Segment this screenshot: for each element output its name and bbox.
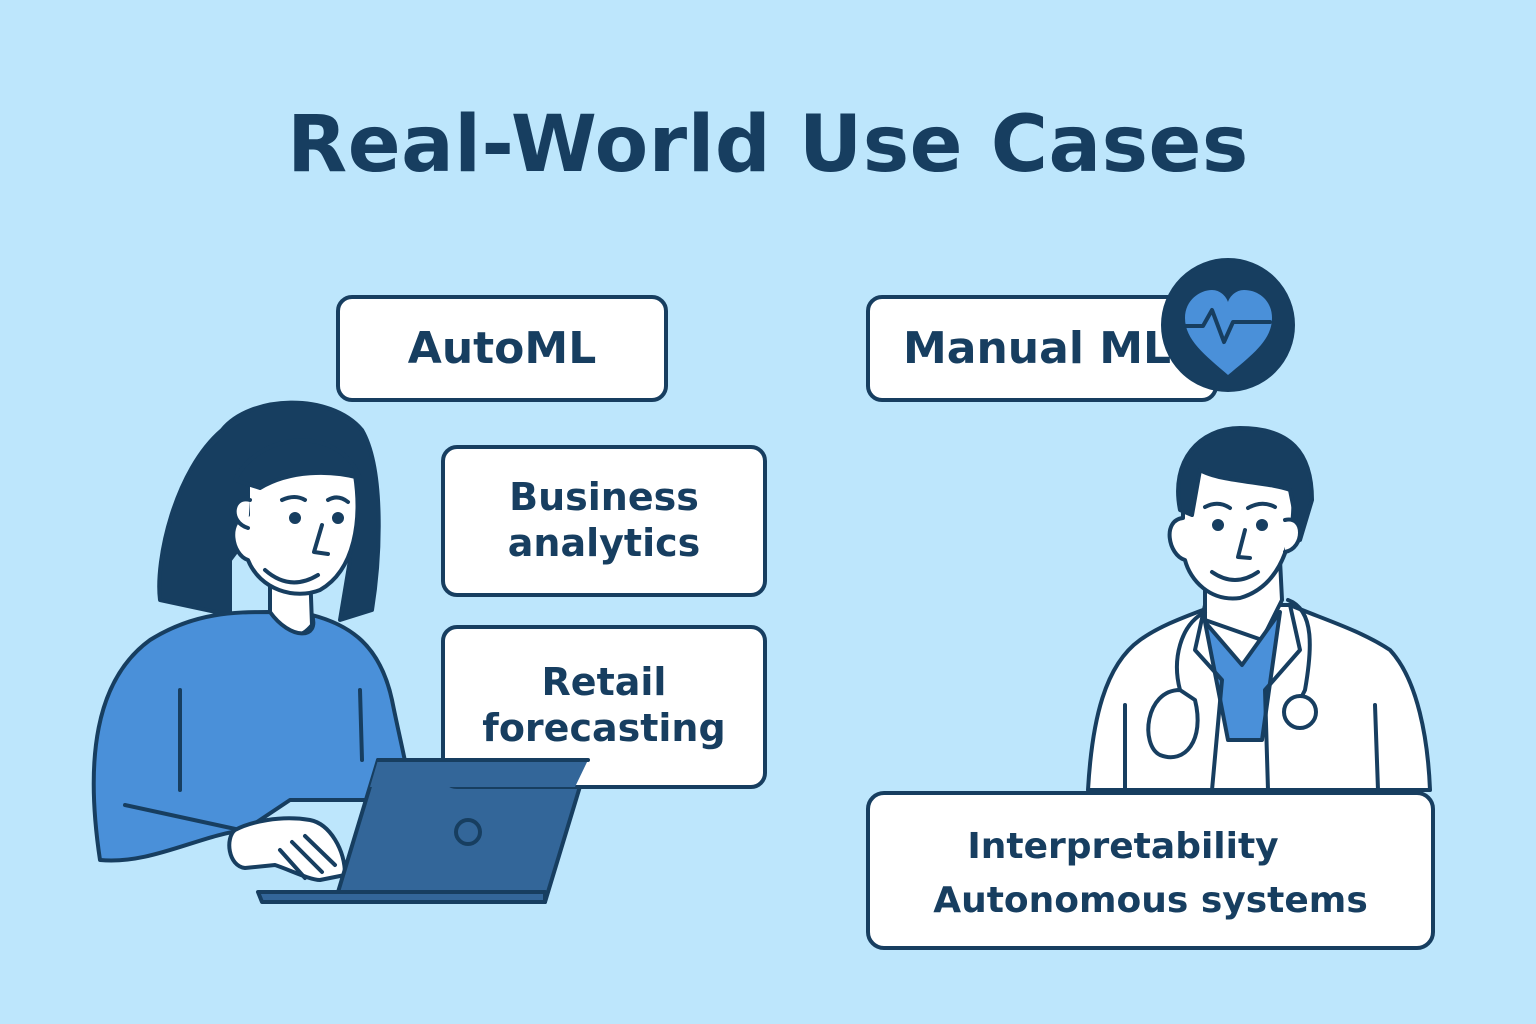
doctor-hair (1176, 426, 1314, 542)
retail-forecasting-line1: Retail (541, 660, 667, 704)
retail-forecasting-box (441, 625, 767, 789)
autonomous-systems-line: Autonomous systems (933, 880, 1368, 921)
retail-forecasting-line2: forecasting (482, 705, 726, 750)
retail-forecasting-label: Retail forecasting (443, 660, 765, 751)
heart-pulse-icon (1161, 258, 1295, 392)
manual-ml-heading: Manual ML (903, 323, 1172, 374)
laptop-logo (454, 818, 482, 846)
stethoscope (1175, 598, 1312, 702)
doctor-figure (1086, 426, 1432, 792)
woman-hand (227, 816, 347, 882)
manual-cases-box (866, 791, 1435, 950)
automl-heading-box (336, 295, 668, 402)
business-analytics-line2: analytics (507, 520, 701, 565)
business-analytics-label: Business analytics (443, 475, 765, 566)
doctor-scrubs (1203, 610, 1282, 742)
interpretability-line: Interpretability (967, 826, 1279, 867)
automl-heading: AutoML (407, 323, 597, 374)
business-analytics-line1: Business (509, 475, 699, 519)
business-analytics-box (441, 445, 767, 597)
manual-cases-label: Interpretability Autonomous systems (868, 820, 1433, 928)
page-title: Real-World Use Cases (287, 100, 1249, 190)
